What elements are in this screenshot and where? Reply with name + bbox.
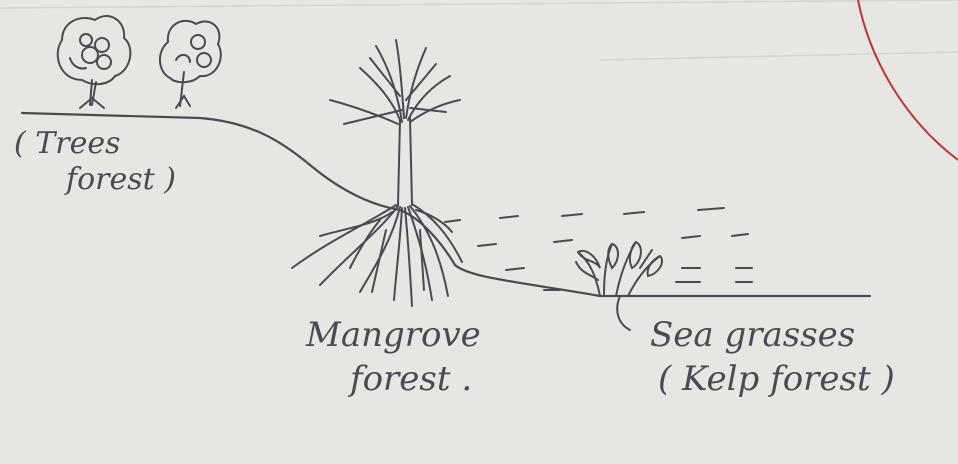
tree-icon-1 <box>58 16 131 108</box>
trees-forest-label-line1: ( Trees <box>14 128 176 160</box>
mangrove-forest-label-line2: forest . <box>306 362 481 398</box>
tree-icon-2 <box>160 21 221 108</box>
trees-forest-label: ( Trees forest ) <box>14 128 176 195</box>
sea-grasses-label-line1: Sea grasses <box>650 318 895 354</box>
sea-grasses-label-line2: ( Kelp forest ) <box>650 362 895 398</box>
trees-forest-label-line2: forest ) <box>14 164 176 196</box>
mangrove-forest-label-line1: Mangrove <box>306 318 481 354</box>
mangrove-forest-label: Mangrove forest . <box>306 318 481 397</box>
red-margin-arc <box>858 0 958 160</box>
paper-rule-lines <box>0 0 958 60</box>
mangrove-tree-icon <box>292 40 462 306</box>
sea-grasses-label: Sea grasses ( Kelp forest ) <box>650 318 895 397</box>
